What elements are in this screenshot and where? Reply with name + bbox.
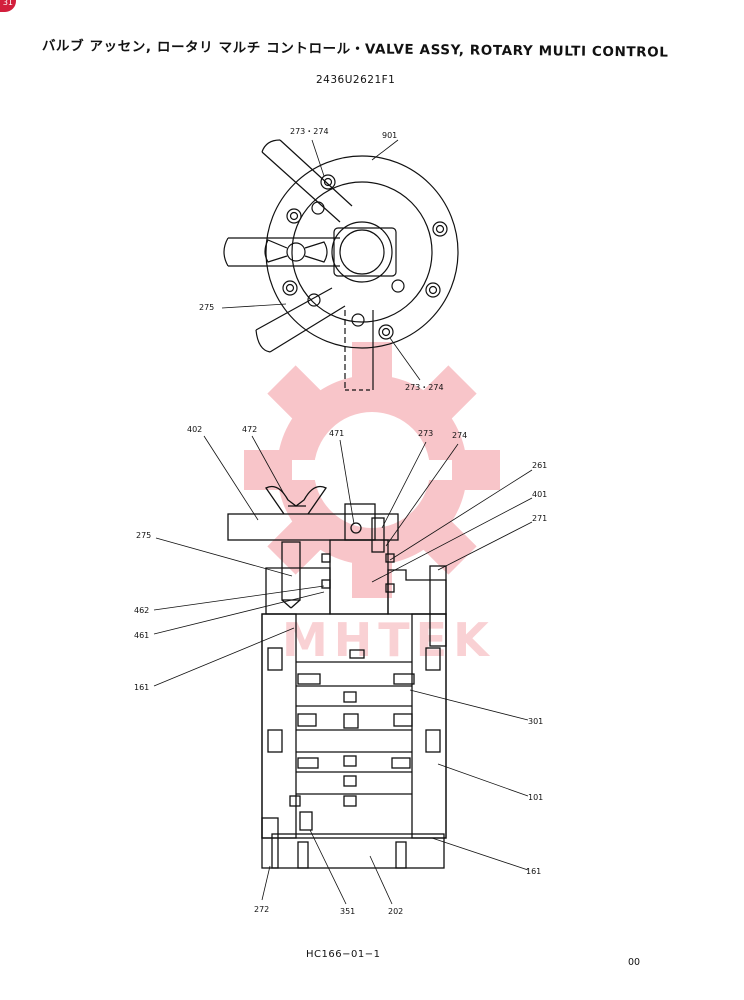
handle-bar (227, 513, 399, 541)
shaft-bore (339, 229, 385, 275)
flange-bolts (282, 174, 448, 340)
center-boss (331, 221, 393, 283)
set-screw (350, 522, 362, 534)
pin-273 (371, 517, 385, 553)
shaft-square (333, 227, 397, 277)
callout-275-side: 275 (136, 531, 151, 540)
bottom-bolts (261, 811, 407, 869)
top-view-leaders (221, 139, 421, 381)
callout-461: 461 (134, 631, 149, 640)
wing-nut-top (264, 239, 328, 263)
callout-272: 272 (254, 905, 269, 914)
callout-301: 301 (528, 717, 543, 726)
flange-inner (291, 181, 433, 323)
edge-mark-text: 31 (2, 0, 13, 7)
callout-274: 274 (452, 431, 467, 440)
part-number: 2436U2621F1 (316, 74, 396, 86)
callout-101: 101 (528, 793, 543, 802)
bottom-plate (271, 833, 445, 869)
callout-351: 351 (340, 907, 355, 916)
side-bosses (267, 647, 441, 753)
flange-holes (307, 201, 405, 327)
page-edge-mark: 31 (0, 0, 16, 12)
cover-left (265, 567, 331, 615)
callout-471: 471 (329, 429, 344, 438)
stem-top (344, 503, 376, 541)
callout-261: 261 (532, 461, 547, 470)
callout-273: 273 (418, 429, 433, 438)
handle-arm-diagonal-lower (255, 287, 346, 353)
handle-arm-vertical (344, 310, 374, 391)
watermark-text: MHTEK (282, 613, 495, 667)
callout-275-top: 275 (199, 303, 214, 312)
drawing-code: HC166−01−1 (306, 949, 381, 960)
callout-273-274-bottom: 273・274 (405, 383, 444, 392)
cover-bolt-right (429, 565, 447, 647)
callout-402: 402 (187, 425, 202, 434)
callout-271: 271 (532, 514, 547, 523)
callout-462: 462 (134, 606, 149, 615)
callout-202: 202 (388, 907, 403, 916)
side-view-leaders (153, 435, 533, 905)
o-rings (321, 553, 395, 593)
callout-401: 401 (532, 490, 547, 499)
callout-273-274-top: 273・274 (290, 127, 329, 136)
flange-outer (265, 155, 459, 349)
body-left-column (261, 613, 297, 839)
callout-161-right: 161 (526, 867, 541, 876)
side-view-valve-body (227, 485, 447, 869)
spool-ports (289, 649, 415, 807)
callout-901: 901 (382, 131, 397, 140)
top-view-flange (223, 139, 459, 391)
revision-number: 00 (628, 957, 641, 968)
handle-arm-horizontal (223, 237, 340, 267)
callout-161-left: 161 (134, 683, 149, 692)
callout-472: 472 (242, 425, 257, 434)
wing-nut-side (265, 485, 327, 515)
spool-layers (296, 661, 412, 795)
cover-right (387, 569, 447, 615)
handle-arm-diagonal-upper (261, 139, 353, 223)
